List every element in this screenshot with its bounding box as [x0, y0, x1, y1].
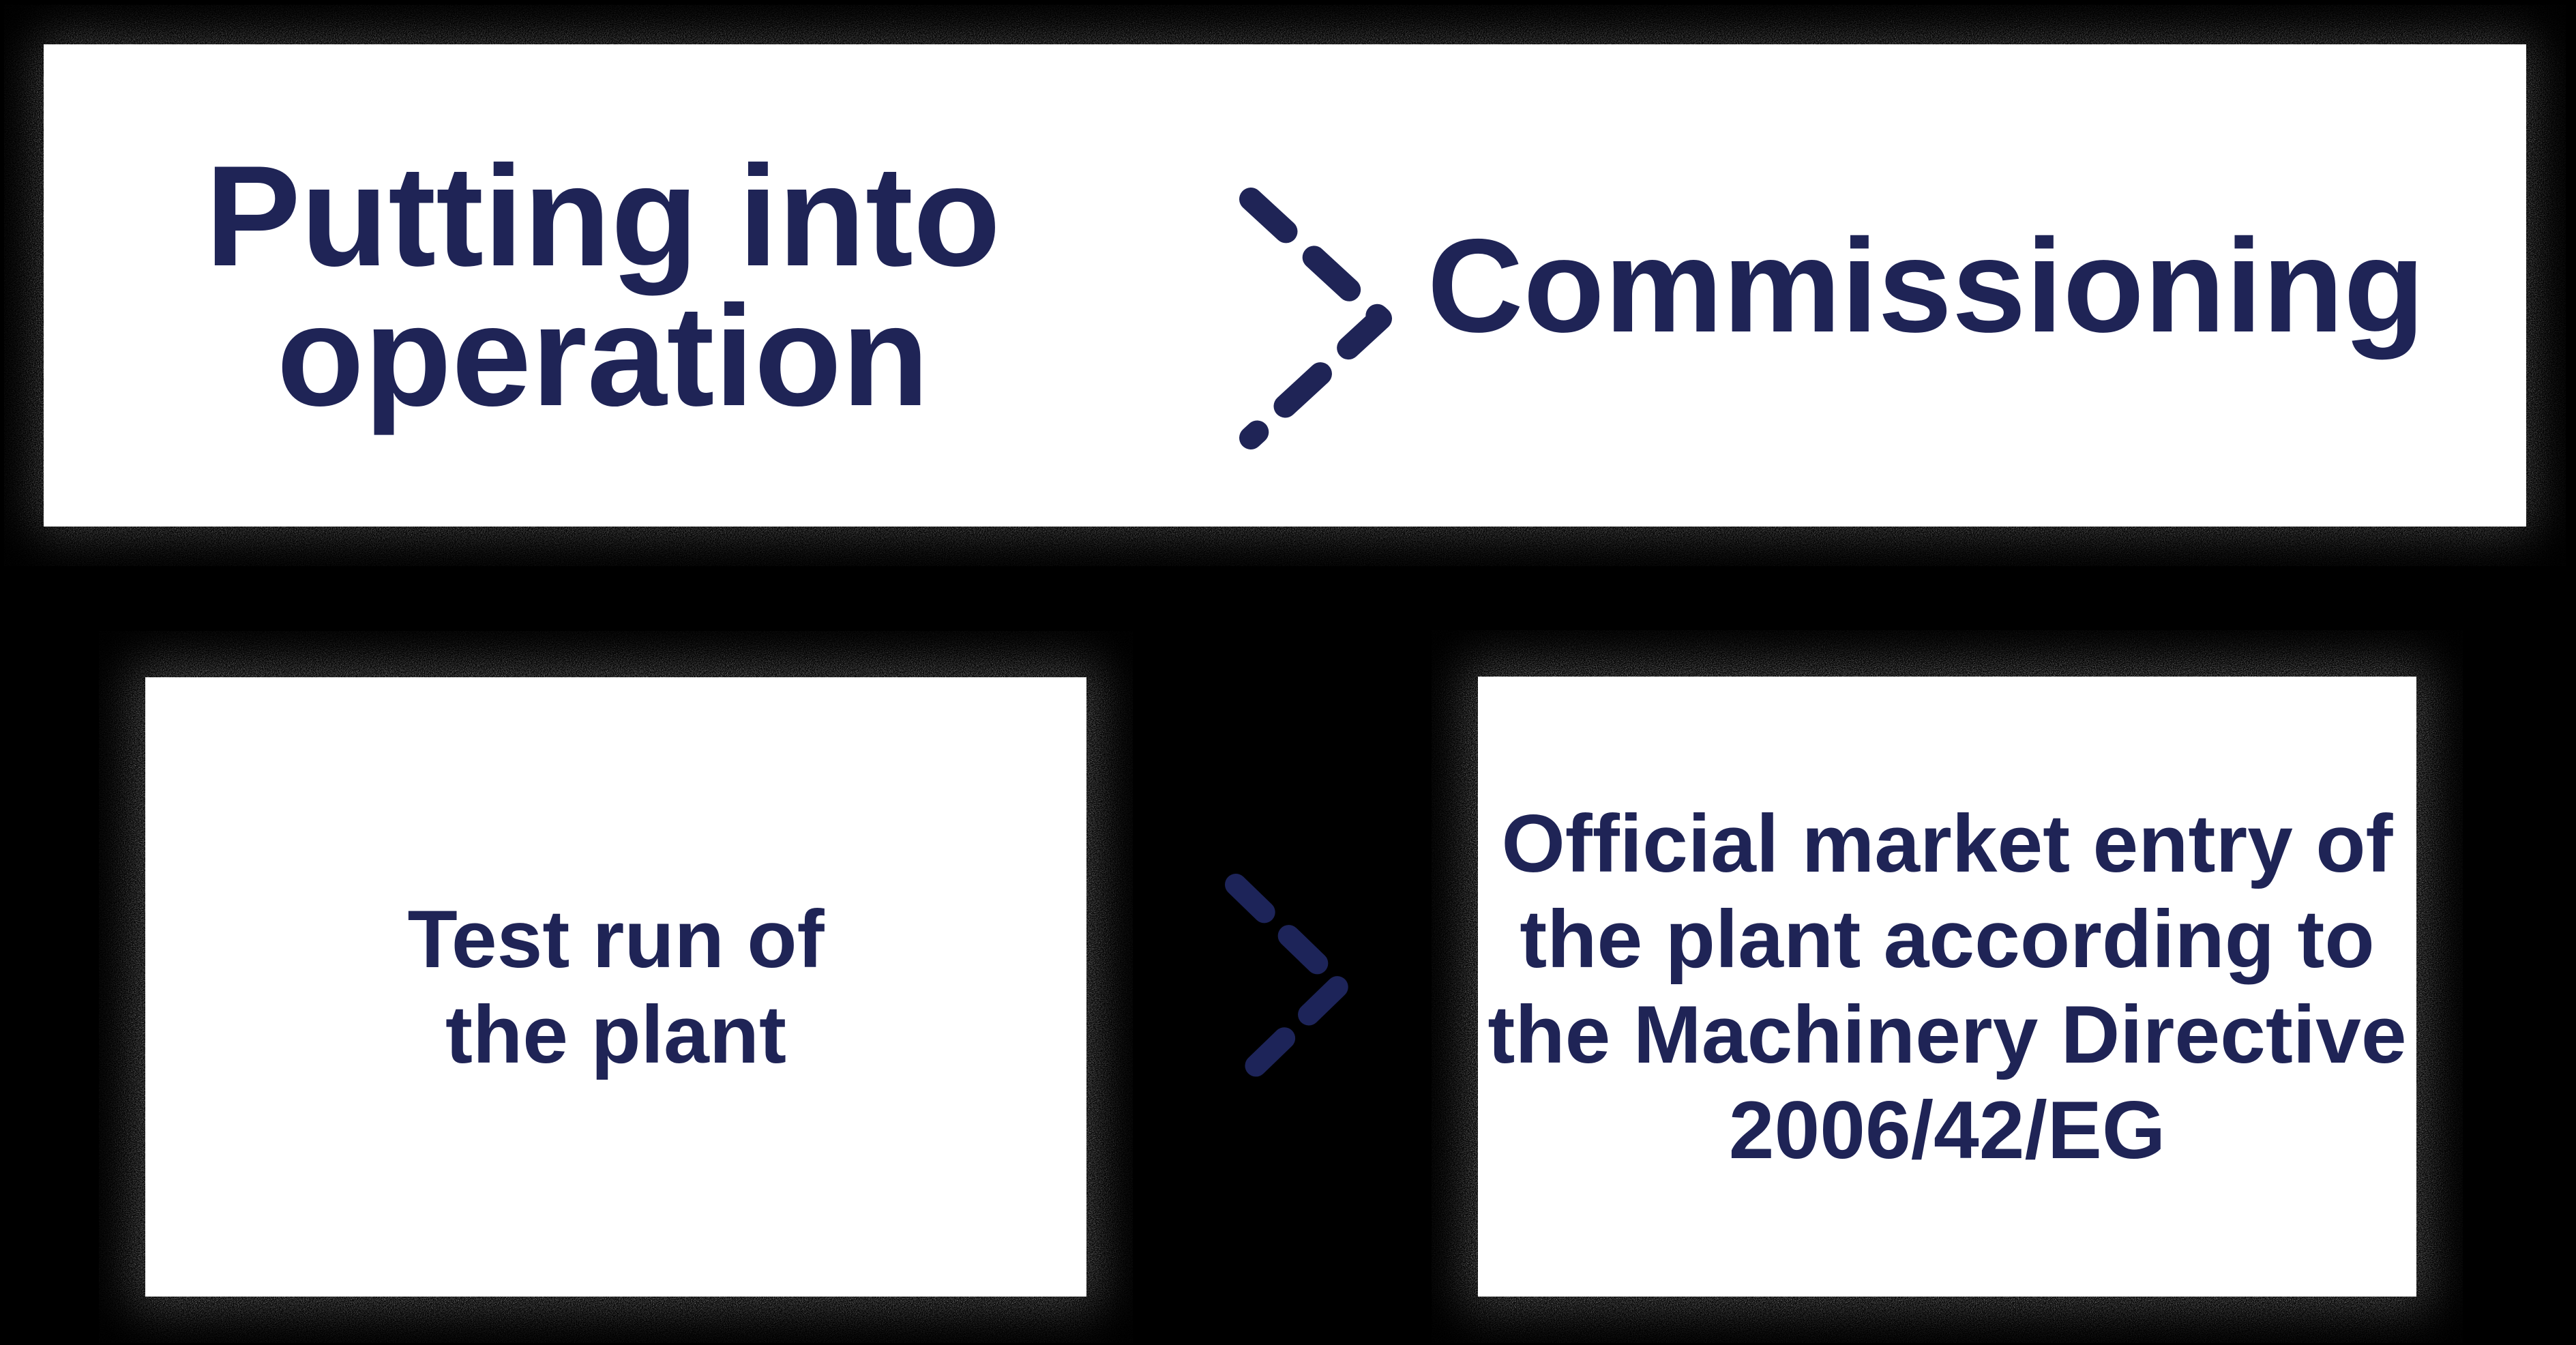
dashed-chevron-right-icon: [1225, 874, 1350, 1096]
market-entry-label: Official market entry of the plant accor…: [1487, 797, 2407, 1176]
test-run-box: Test run of the plant: [145, 677, 1086, 1297]
market-entry-noise-halo: Official market entry of the plant accor…: [1432, 630, 2463, 1343]
test-run-label: Test run of the plant: [407, 893, 825, 1080]
market-entry-box: Official market entry of the plant accor…: [1478, 677, 2416, 1297]
dashed-chevron-right-icon: [1239, 188, 1392, 449]
stage-from-label: Putting into operation: [205, 135, 1001, 436]
stage-from-wrap: Putting into operation: [71, 44, 1135, 527]
banner-panel: Putting into operation Commissioning: [44, 44, 2526, 527]
stage-to-label: Commissioning: [1427, 211, 2425, 360]
test-run-noise-halo: Test run of the plant: [99, 631, 1133, 1343]
banner-noise-halo: Putting into operation Commissioning: [4, 5, 2566, 566]
stage-to-wrap: Commissioning: [1401, 44, 2451, 527]
